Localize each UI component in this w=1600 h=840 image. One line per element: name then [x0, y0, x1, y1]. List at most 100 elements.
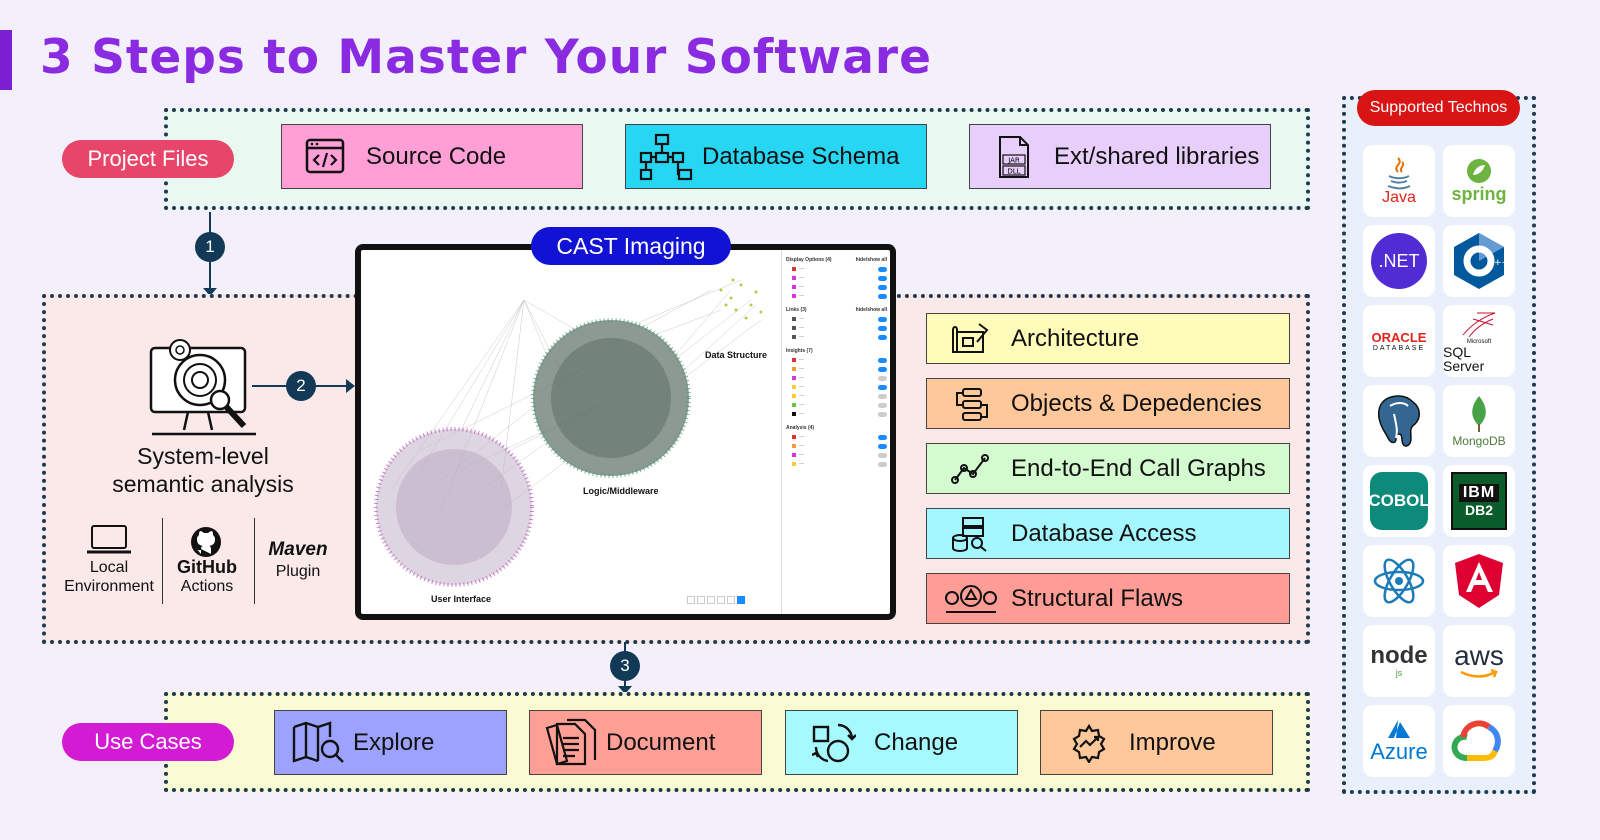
use-case-document: Document	[529, 710, 762, 775]
logic-label: Logic/Middleware	[583, 486, 659, 496]
technos-pill: Supported Technos	[1357, 90, 1520, 126]
feature-architecture: Architecture	[926, 313, 1290, 364]
db2-label: DB2	[1464, 502, 1493, 518]
schema-icon	[636, 133, 696, 181]
cast-imaging-pill: CAST Imaging	[531, 227, 731, 265]
feature-architecture-label: Architecture	[1011, 324, 1140, 352]
java-label: Java	[1382, 189, 1416, 206]
use-case-explore: Explore	[274, 710, 507, 775]
code-window-icon	[296, 137, 356, 177]
maven-line2: Plugin	[275, 563, 321, 580]
project-files-pill: Project Files	[62, 140, 234, 178]
step-2-badge: 2	[286, 371, 316, 401]
github-line1: GitHub	[177, 557, 237, 577]
use-cases-pill: Use Cases	[62, 723, 234, 761]
database-schema-label: Database Schema	[702, 142, 900, 170]
angular-icon	[1443, 545, 1515, 617]
oracle-icon: ORACLE DATABASE	[1363, 305, 1435, 377]
data-structure-label: Data Structure	[705, 350, 768, 360]
zoom-controls[interactable]	[687, 596, 745, 604]
maven-option: Maven Plugin	[256, 538, 340, 581]
sqlserver-icon: Microsoft SQL Server	[1443, 305, 1515, 377]
graph-visualization	[374, 278, 763, 587]
analysis-title-line1: System-level	[137, 443, 269, 469]
ext-libraries-label: Ext/shared libraries	[1054, 142, 1260, 170]
step-3-badge: 3	[610, 651, 640, 681]
cobol-label: COBOL	[1368, 472, 1430, 530]
blueprint-icon	[941, 322, 1001, 356]
aws-icon: aws	[1443, 625, 1515, 697]
source-code-card: Source Code	[281, 124, 583, 189]
spring-label: spring	[1451, 183, 1507, 204]
change-label: Change	[874, 728, 959, 756]
github-option: GitHub Actions	[168, 558, 246, 596]
title-accent-bar	[0, 30, 12, 90]
azure-icon: Azure	[1363, 705, 1435, 777]
feature-call-graphs-label: End-to-End Call Graphs	[1011, 454, 1266, 482]
oracle-sub: DATABASE	[1372, 345, 1426, 352]
github-icon	[190, 526, 222, 563]
local-env-line2: Environment	[64, 578, 154, 595]
aws-label: aws	[1454, 640, 1504, 671]
dotnet-label: .NET	[1371, 233, 1427, 289]
use-case-change: Change	[785, 710, 1018, 775]
maven-line1: Maven	[268, 539, 328, 560]
ibm-label: IBM	[1458, 484, 1500, 502]
java-icon: Java	[1363, 145, 1435, 217]
react-icon	[1363, 545, 1435, 617]
local-env-option: Local Environment	[58, 558, 160, 596]
database-schema-card: Database Schema	[625, 124, 927, 189]
explore-label: Explore	[353, 728, 435, 756]
arrow-head-2	[346, 379, 355, 393]
analysis-header: Analysis (4)	[786, 425, 815, 431]
step-1-badge: 1	[195, 232, 225, 262]
display-header: Display Options (4)	[786, 257, 832, 263]
divider	[162, 518, 163, 604]
ibm-db2-icon: IBM DB2	[1443, 465, 1515, 537]
svg-text:++: ++	[1494, 258, 1508, 268]
spring-icon: spring	[1443, 145, 1515, 217]
links-header: Links (3)	[786, 307, 807, 313]
nodejs-icon: node js	[1363, 625, 1435, 697]
hide-show-1[interactable]: hide/show all	[855, 257, 887, 263]
hide-show-2[interactable]: hide/show all	[855, 307, 887, 313]
dotnet-icon: .NET	[1363, 225, 1435, 297]
analysis-title: System-level semantic analysis	[90, 442, 316, 498]
ui-label: User Interface	[431, 594, 492, 604]
feature-objects: Objects & Depedencies	[926, 378, 1290, 429]
feature-flaws: Structural Flaws	[926, 573, 1290, 624]
sqlserver-label: SQL Server	[1443, 344, 1485, 374]
structural-flaws-icon	[941, 582, 1001, 616]
cobol-icon: COBOL	[1363, 465, 1435, 537]
feature-call-graphs: End-to-End Call Graphs	[926, 443, 1290, 494]
laptop-icon	[86, 524, 132, 561]
improve-gear-icon	[1059, 723, 1119, 763]
arrow-head-1	[203, 288, 217, 296]
node-label: node	[1370, 642, 1428, 669]
postgresql-icon	[1363, 385, 1435, 457]
call-graph-icon	[941, 453, 1001, 484]
page-title: 3 Steps to Master Your Software	[40, 30, 932, 85]
cpp-icon: ++	[1443, 225, 1515, 297]
feature-flaws-label: Structural Flaws	[1011, 584, 1184, 612]
analysis-title-line2: semantic analysis	[112, 471, 294, 497]
sqlserver-sub: Microsoft	[1466, 339, 1492, 345]
svg-text:JAR: JAR	[1007, 156, 1020, 164]
feature-db-access-label: Database Access	[1011, 519, 1197, 547]
analysis-gear-icon	[148, 336, 260, 445]
local-env-line1: Local	[89, 559, 129, 576]
documents-icon	[542, 718, 602, 768]
feature-objects-label: Objects & Depedencies	[1011, 389, 1262, 417]
mongodb-icon: MongoDB	[1443, 385, 1515, 457]
arrow-head-3	[618, 686, 632, 694]
feature-db-access: Database Access	[926, 508, 1290, 559]
google-cloud-icon	[1443, 705, 1515, 777]
mongodb-label: MongoDB	[1452, 434, 1506, 448]
improve-label: Improve	[1129, 728, 1216, 756]
change-cycle-icon	[804, 721, 864, 765]
oracle-label: ORACLE	[1371, 330, 1427, 345]
dependencies-icon	[941, 387, 1001, 421]
insights-header: Insights (7)	[786, 348, 813, 354]
